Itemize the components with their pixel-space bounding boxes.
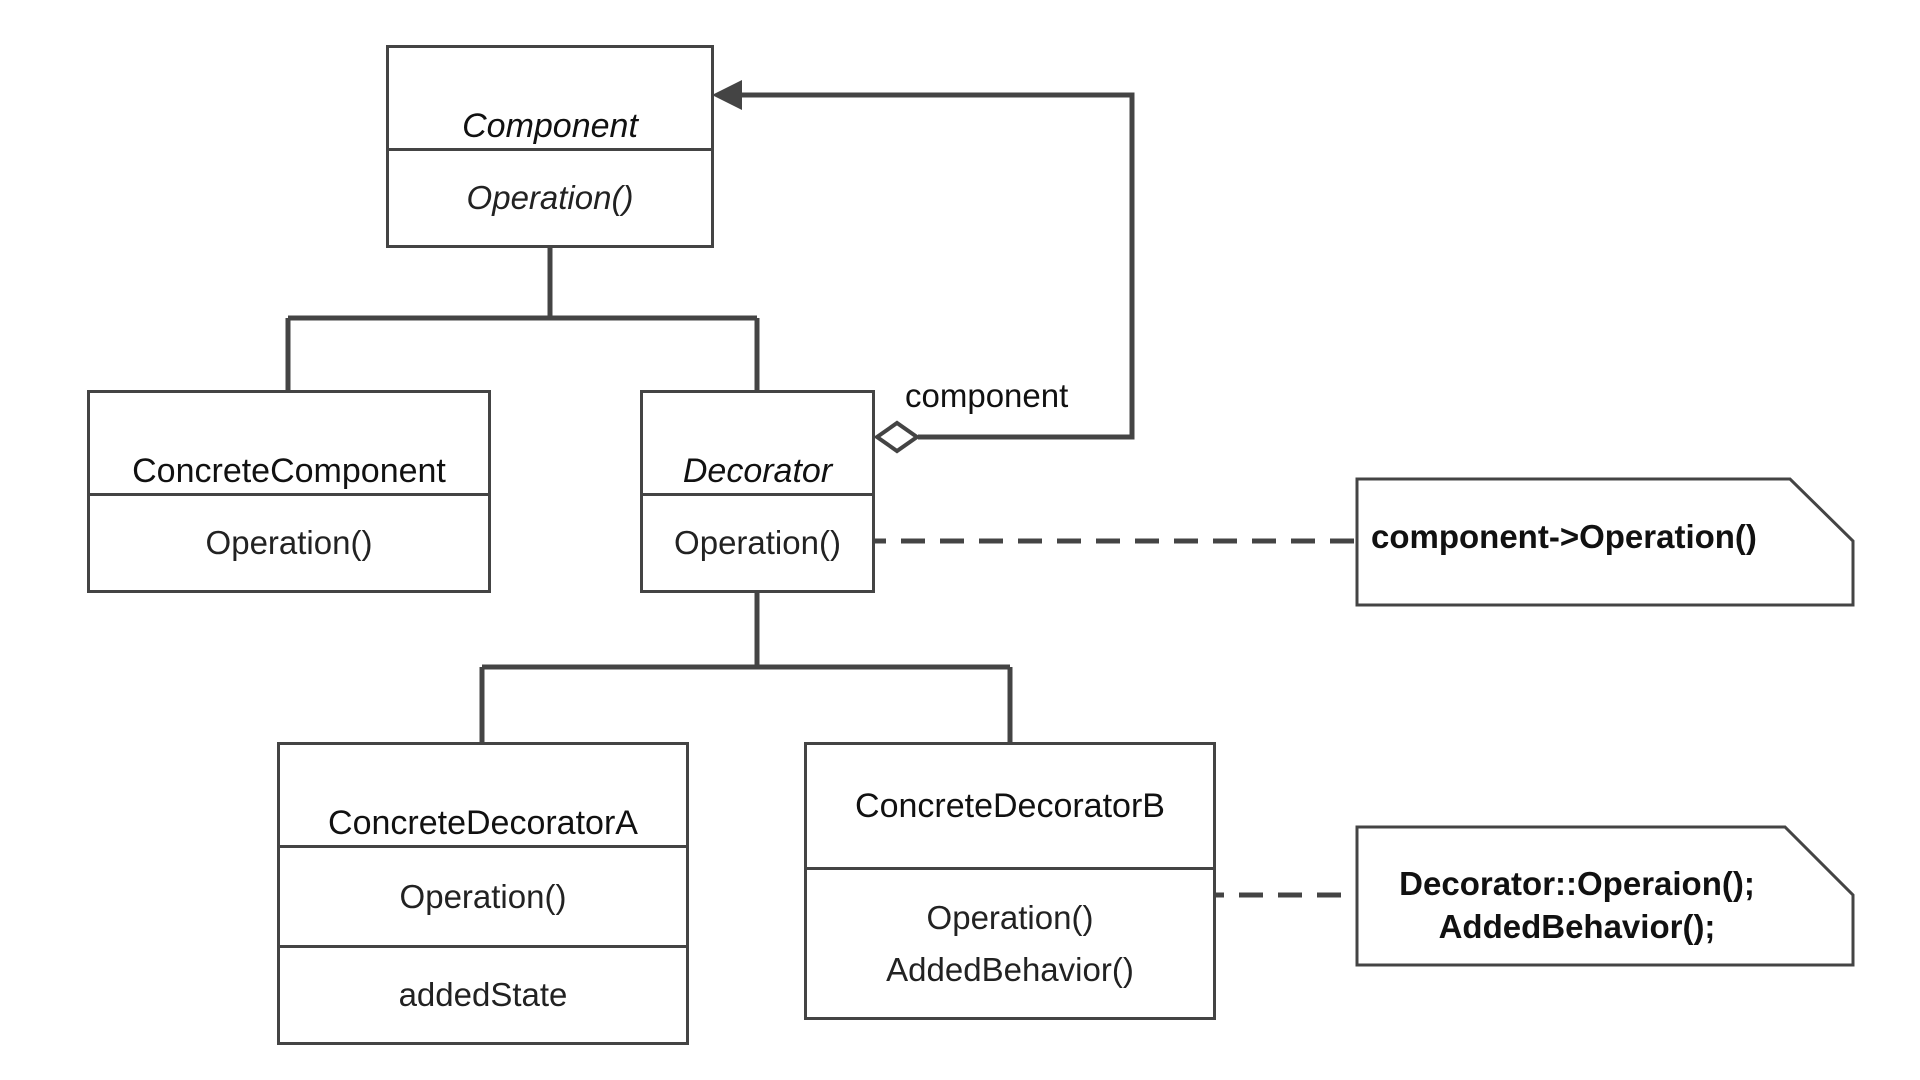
attributes-compartment: addedState <box>280 945 686 1042</box>
attribute: addedState <box>398 976 568 1013</box>
operation: Operation() <box>466 179 634 216</box>
aggregation-arrowhead <box>712 80 742 110</box>
inheritance-line-decorator <box>479 590 1013 742</box>
inheritance-line-component <box>285 246 760 390</box>
aggregation-diamond <box>873 420 921 454</box>
note-decorator-b: Decorator::Operaion(); AddedBehavior(); <box>1357 862 1797 948</box>
note-line: Decorator::Operaion(); <box>1399 865 1755 902</box>
operation: AddedBehavior() <box>886 950 1134 988</box>
operation: Operation() <box>926 898 1094 936</box>
class-name-compartment: Decorator <box>643 393 872 493</box>
class-concrete-decorator-a: ConcreteDecoratorA Operation() addedStat… <box>277 742 689 1045</box>
note-line: AddedBehavior(); <box>1438 908 1716 945</box>
class-name-compartment: ConcreteComponent <box>90 393 488 493</box>
class-name-compartment: ConcreteDecoratorA <box>280 745 686 845</box>
operation: Operation() <box>674 524 841 561</box>
class-concrete-decorator-b: ConcreteDecoratorB Operation() AddedBeha… <box>804 742 1216 1020</box>
operation: Operation() <box>205 524 373 561</box>
operations-compartment: Operation() <box>643 493 872 590</box>
class-name: Decorator <box>682 452 833 490</box>
class-decorator: Decorator Operation() <box>640 390 875 593</box>
aggregation-line <box>742 92 1135 440</box>
class-name: ConcreteDecoratorB <box>855 786 1165 825</box>
operations-compartment: Operation() AddedBehavior() <box>807 867 1213 1017</box>
note-line: component->Operation() <box>1371 518 1757 555</box>
class-name-compartment: ConcreteDecoratorB <box>807 745 1213 867</box>
operations-compartment: Operation() <box>389 148 711 245</box>
operations-compartment: Operation() <box>280 845 686 945</box>
operation: Operation() <box>399 877 567 915</box>
note-shape-decorator <box>1355 477 1855 607</box>
association-label: component <box>905 377 1069 414</box>
class-name-compartment: Component <box>389 48 711 148</box>
class-concrete-component: ConcreteComponent Operation() <box>87 390 491 593</box>
class-name: ConcreteDecoratorA <box>328 804 638 842</box>
note-shape-decorator-b <box>1355 825 1855 967</box>
class-name: ConcreteComponent <box>132 452 446 490</box>
class-name: Component <box>462 107 638 145</box>
note-decorator: component->Operation() <box>1357 515 1827 558</box>
operations-compartment: Operation() <box>90 493 488 590</box>
class-component: Component Operation() <box>386 45 714 248</box>
